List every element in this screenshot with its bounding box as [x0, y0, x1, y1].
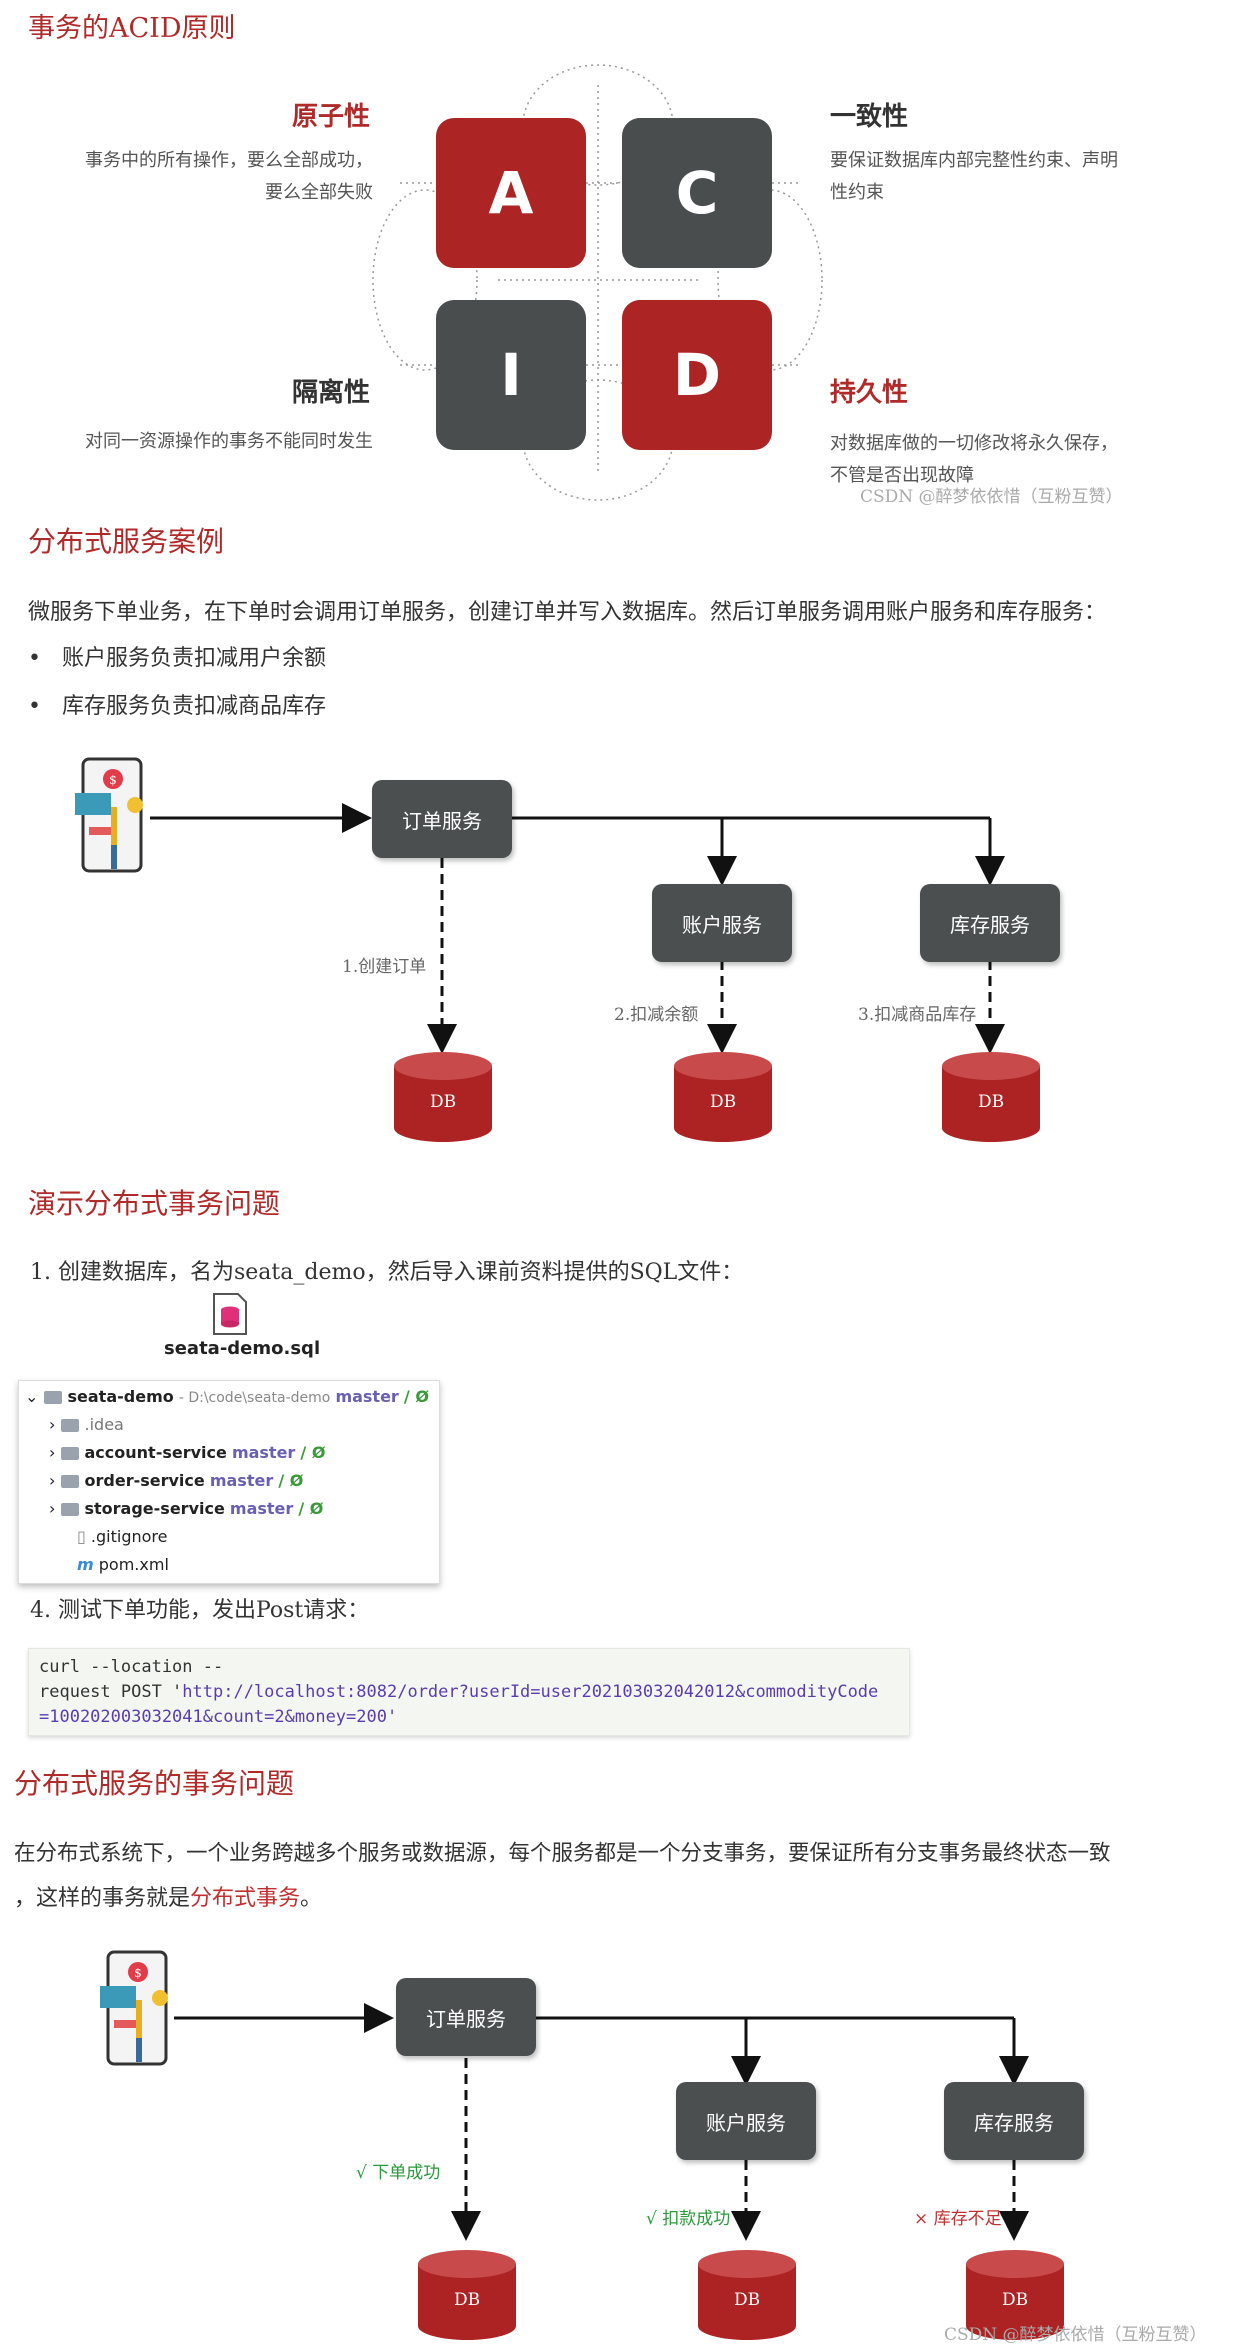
project-tree: ⌄ seata-demo - D:\code\seata-demo master…	[18, 1380, 440, 1584]
svg-text:$: $	[109, 773, 117, 787]
sql-file-name: seata-demo.sql	[164, 1338, 321, 1359]
db-account: DB	[698, 2250, 796, 2340]
chevron-right-icon[interactable]: ›	[49, 1471, 56, 1490]
tree-root[interactable]: ⌄ seata-demo - D:\code\seata-demo master…	[25, 1387, 429, 1406]
demo-step4: 4. 测试下单功能，发出Post请求：	[30, 1598, 370, 1623]
account-service-box: 账户服务	[676, 2082, 816, 2160]
watermark-1: CSDN @醉梦依依惜（互粉互赞）	[860, 487, 1123, 507]
svg-text:$: $	[134, 1966, 142, 1980]
tree-item-gitignore[interactable]: ▯ .gitignore	[77, 1527, 168, 1546]
case-bullet-1: • 账户服务负责扣减用户余额	[28, 646, 326, 671]
user-phone-icon: $	[100, 1950, 168, 2066]
folder-icon	[60, 1419, 79, 1432]
chevron-down-icon[interactable]: ⌄	[25, 1387, 39, 1406]
file-icon: ▯	[77, 1527, 86, 1546]
tree-item-storage-service[interactable]: › storage-service master / Ø	[49, 1499, 324, 1518]
consistency-desc: 要保证数据库内部完整性约束、声明性约束	[830, 150, 1118, 203]
demo-step1: 1. 创建数据库，名为seata_demo，然后导入课前资料提供的SQL文件：	[30, 1260, 744, 1285]
isolation-heading: 隔离性	[292, 378, 371, 408]
chevron-right-icon[interactable]: ›	[49, 1415, 56, 1434]
db-storage: DB	[966, 2250, 1064, 2340]
result-order-success: √ 下单成功	[356, 2163, 441, 2183]
result-payment-success: √ 扣款成功	[646, 2209, 731, 2229]
step-deduct-stock: 3.扣减商品库存	[858, 1005, 977, 1025]
case-title: 分布式服务案例	[28, 525, 225, 558]
db-order: DB	[394, 1052, 492, 1142]
account-service-box: 账户服务	[652, 884, 792, 962]
problem-line-1: 在分布式系统下，一个业务跨越多个服务或数据源，每个服务都是一个分支事务，要保证所…	[14, 1841, 1111, 1866]
atomicity-desc: 事务中的所有操作，要么全部成功，要么全部失败	[85, 150, 373, 203]
isolation-tile: I	[436, 300, 586, 450]
step-deduct-balance: 2.扣减余额	[614, 1005, 699, 1025]
folder-icon	[60, 1475, 79, 1488]
curl-code-block: curl --location -- request POST 'http://…	[28, 1648, 910, 1736]
chevron-right-icon[interactable]: ›	[49, 1443, 56, 1462]
case-bullet-2: • 库存服务负责扣减商品库存	[28, 694, 326, 719]
demo-title: 演示分布式事务问题	[28, 1187, 281, 1220]
tree-item-order-service[interactable]: › order-service master / Ø	[49, 1471, 304, 1490]
case-intro: 微服务下单业务，在下单时会调用订单服务，创建订单并写入数据库。然后订单服务调用账…	[28, 600, 1107, 625]
tree-item-account-service[interactable]: › account-service master / Ø	[49, 1443, 326, 1462]
folder-icon	[60, 1503, 79, 1516]
acid-title: 事务的ACID原则	[28, 13, 236, 44]
durability-tile: D	[622, 300, 772, 450]
durability-desc: 对数据库做的一切修改将永久保存，不管是否出现故障	[830, 433, 1118, 486]
sql-file-icon	[213, 1293, 247, 1335]
atomicity-heading: 原子性	[292, 102, 371, 132]
db-storage: DB	[942, 1052, 1040, 1142]
problem-flow-arrows	[174, 2003, 1029, 2241]
tree-item-pom[interactable]: m pom.xml	[77, 1555, 169, 1574]
chevron-right-icon[interactable]: ›	[49, 1499, 56, 1518]
storage-service-box: 库存服务	[944, 2082, 1084, 2160]
problem-title: 分布式服务的事务问题	[14, 1767, 295, 1800]
storage-service-box: 库存服务	[920, 884, 1060, 962]
folder-icon	[60, 1447, 79, 1460]
atomicity-tile: A	[436, 118, 586, 268]
order-service-box: 订单服务	[396, 1978, 536, 2056]
user-phone-icon: $	[75, 757, 143, 873]
consistency-heading: 一致性	[830, 102, 909, 132]
consistency-tile: C	[622, 118, 772, 268]
db-account: DB	[674, 1052, 772, 1142]
problem-line-2: ，这样的事务就是分布式事务。	[14, 1886, 323, 1911]
isolation-desc: 对同一资源操作的事务不能同时发生	[85, 431, 373, 452]
maven-icon: m	[77, 1555, 94, 1574]
order-service-box: 订单服务	[372, 780, 512, 858]
case-flow-arrows	[150, 803, 1005, 1054]
result-stock-insufficient: × 库存不足	[914, 2209, 1002, 2229]
tree-item-idea[interactable]: › .idea	[49, 1415, 124, 1434]
db-order: DB	[418, 2250, 516, 2340]
step-create-order: 1.创建订单	[342, 957, 427, 977]
watermark-2: CSDN @醉梦依依惜（互粉互赞）	[944, 2325, 1207, 2345]
durability-heading: 持久性	[830, 378, 909, 408]
folder-icon	[43, 1391, 62, 1404]
